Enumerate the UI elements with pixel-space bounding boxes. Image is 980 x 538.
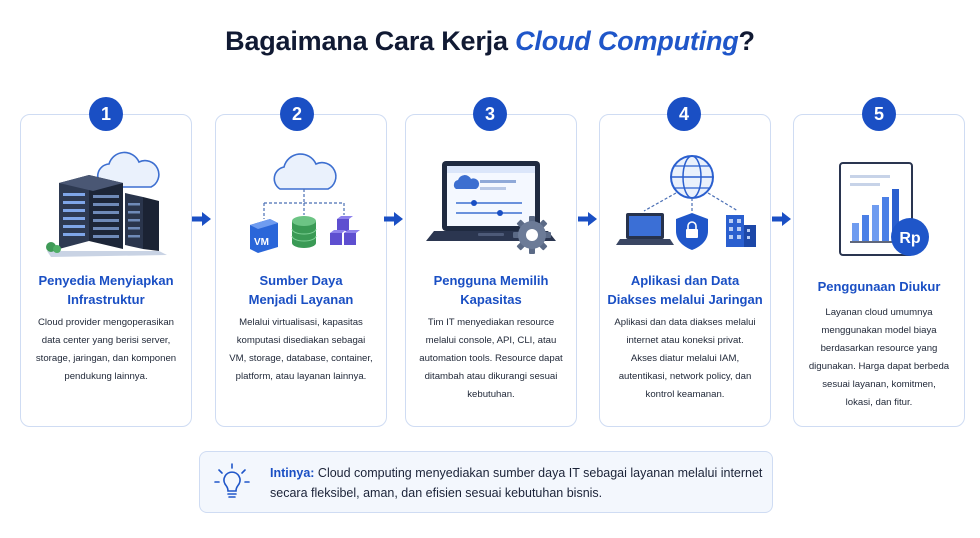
summary-box: Intinya: Cloud computing menyediakan sum… (199, 451, 773, 513)
container-cubes-icon (330, 216, 360, 245)
step-2-description: Melalui virtualisasi, kapasitas komputas… (224, 314, 378, 386)
step-4-number-badge: 4 (667, 97, 701, 131)
step-5-title: Penggunaan Diukur (800, 277, 958, 296)
step-2-desc-line: platform, atau layanan lainnya. (235, 371, 367, 382)
step-3-desc-line: ditambah atau dikurangi sesuai (424, 371, 558, 382)
title-prefix: Bagaimana Cara Kerja (225, 26, 516, 56)
step-3-description: Tim IT menyediakan resource melalui cons… (414, 314, 568, 404)
step-4-desc-line: autentikasi, network policy, dan (618, 371, 752, 382)
summary-text: Intinya: Cloud computing menyediakan sum… (270, 463, 764, 503)
step-4-desc-line: kontrol keamanan. (645, 389, 725, 400)
step-1-desc-line: data center yang berisi server, (41, 335, 171, 346)
step-3-title: Pengguna Memilih Kapasitas (412, 271, 570, 309)
step-1-title: Penyedia Menyiapkan Infrastruktur (27, 271, 185, 309)
laptop-icon (616, 213, 674, 245)
rupiah-coin-icon: Rp (891, 218, 929, 256)
step-2-desc-line: komputasi disediakan sebagai (236, 335, 366, 346)
vm-label: VM (254, 237, 269, 248)
step-1-desc-line: Cloud provider mengoperasikan (38, 317, 174, 328)
step-card-2: VM Sumber Daya Menjadi Layanan Melalui v… (215, 114, 387, 427)
step-card-3: Pengguna Memilih Kapasitas Tim IT menyed… (405, 114, 577, 427)
step-3-title-line-2: Kapasitas (460, 292, 522, 307)
step-3-title-line-1: Pengguna Memilih (433, 273, 549, 288)
globe-icon (670, 155, 714, 199)
title-highlight: Cloud Computing (515, 26, 739, 56)
step-5-desc-line: digunakan. Harga dapat berbeda (808, 361, 950, 372)
step-5-desc-line: menggunakan model biaya (821, 325, 937, 336)
step-2-desc-line: VM, storage, database, container, (229, 353, 373, 364)
step-5-number-badge: 5 (862, 97, 896, 131)
summary-lead: Intinya: (270, 466, 315, 480)
lightbulb-icon (214, 463, 250, 498)
step-5-desc-line: Layanan cloud umumnya (825, 307, 933, 318)
step-1-desc-line: pendukung lainnya. (64, 371, 148, 382)
step-2-number-badge: 2 (280, 97, 314, 131)
usage-report-icon: Rp (839, 162, 929, 256)
step-2-desc-line: Melalui virtualisasi, kapasitas (239, 317, 363, 328)
currency-label: Rp (899, 230, 921, 247)
step-1-number-badge: 1 (89, 97, 123, 131)
step-4-title-line-1: Aplikasi dan Data (630, 273, 740, 288)
step-3-desc-line: kebutuhan. (467, 389, 515, 400)
page-title: Bagaimana Cara Kerja Cloud Computing? (0, 26, 980, 57)
globe-network-icon (616, 155, 756, 250)
gear-icon (513, 216, 551, 254)
step-2-title-line-2: Menjadi Layanan (248, 292, 354, 307)
step-1-desc-line: storage, jaringan, dan komponen (35, 353, 177, 364)
arrow-right-icon (772, 212, 791, 226)
step-4-description: Aplikasi dan data diakses melalui intern… (608, 314, 762, 404)
step-5-desc-line: lokasi, dan fitur. (845, 397, 913, 408)
step-4-desc-line: Aplikasi dan data diakses melalui (614, 317, 756, 328)
step-card-4: Aplikasi dan Data Diakses melalui Jaring… (599, 114, 771, 427)
step-2-title: Sumber Daya Menjadi Layanan (222, 271, 380, 309)
cloud-resources-icon: VM (250, 153, 360, 253)
step-4-title-line-2: Diakses melalui Jaringan (607, 292, 763, 307)
step-4-desc-line: Akses diatur melalui IAM, (630, 353, 740, 364)
step-5-description: Layanan cloud umumnya menggunakan model … (802, 304, 956, 412)
database-icon (291, 216, 317, 248)
step-2-title-line-1: Sumber Daya (259, 273, 343, 288)
arrow-right-icon (578, 212, 597, 226)
step-1-description: Cloud provider mengoperasikan data cente… (29, 314, 183, 386)
arrow-right-icon (192, 212, 211, 226)
step-card-5: Rp Penggunaan Diukur Layanan cloud umumn… (793, 114, 965, 427)
step-5-desc-line: berdasarkan resource yang (820, 343, 938, 354)
step-5-desc-line: sesuai layanan, komitmen, (822, 379, 936, 390)
step-1-title-line-1: Penyedia Menyiapkan (38, 273, 174, 288)
step-3-desc-line: automation tools. Resource dapat (419, 353, 563, 364)
step-4-title: Aplikasi dan Data Diakses melalui Jaring… (606, 271, 764, 309)
step-3-desc-line: melalui console, API, CLI, atau (425, 335, 557, 346)
summary-body: Cloud computing menyediakan sumber daya … (270, 466, 763, 500)
vm-box: VM (250, 219, 278, 253)
step-3-desc-line: Tim IT menyediakan resource (427, 317, 555, 328)
lock-shield-icon (676, 213, 708, 250)
step-5-title-line-1: Penggunaan Diukur (817, 279, 941, 294)
step-1-title-line-2: Infrastruktur (67, 292, 145, 307)
step-3-number-badge: 3 (473, 97, 507, 131)
server-rack-cloud-icon (46, 151, 167, 257)
arrow-right-icon (384, 212, 403, 226)
step-card-1: Penyedia Menyiapkan Infrastruktur Cloud … (20, 114, 192, 427)
title-suffix: ? (738, 26, 756, 56)
step-4-desc-line: internet atau koneksi privat. (626, 335, 744, 346)
laptop-settings-icon (426, 161, 556, 254)
building-icon (726, 215, 756, 247)
